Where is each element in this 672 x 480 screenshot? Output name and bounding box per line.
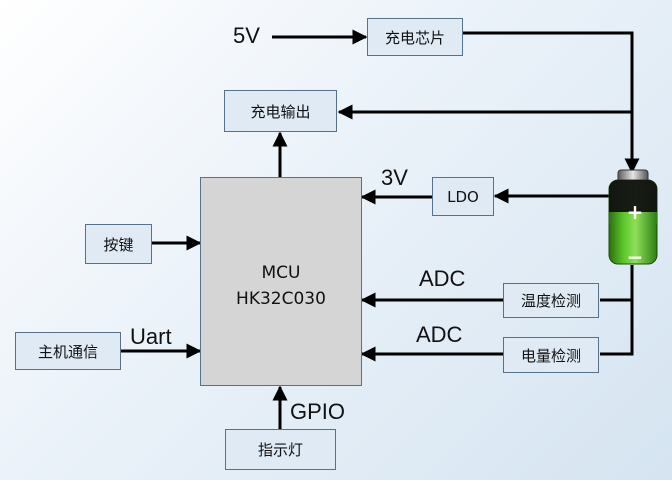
label-uart: Uart (130, 324, 172, 349)
label-5v: 5V (233, 23, 260, 48)
temp-detect-block: 温度检测 (503, 283, 599, 318)
mcu-model-label: HK32C030 (236, 289, 326, 309)
wire-charger-to-battery (463, 31, 640, 174)
ldo-block: LDO (432, 177, 494, 216)
indicator-label: 指示灯 (257, 441, 303, 459)
charge-output-block: 充电输出 (224, 90, 337, 132)
label-gpio: GPIO (290, 399, 346, 424)
charge-output-label: 充电输出 (250, 102, 311, 121)
mcu-label: MCU (261, 263, 301, 283)
label-3v: 3V (381, 165, 408, 190)
host-comm-label: 主机通信 (37, 342, 98, 361)
battery-icon (608, 169, 658, 265)
temp-detect-label: 温度检测 (520, 292, 581, 310)
label-adc-temp: ADC (419, 266, 466, 291)
label-adc-level: ADC (416, 322, 463, 347)
battery-minus: − (627, 245, 644, 269)
charger-chip-label: 充电芯片 (384, 28, 445, 47)
wire-battery-to-level (600, 300, 634, 356)
charger-chip-block: 充电芯片 (367, 18, 463, 56)
indicator-block: 指示灯 (225, 429, 336, 470)
ldo-label: LDO (447, 187, 479, 206)
level-detect-block: 电量检测 (503, 337, 599, 373)
button-block: 按键 (85, 224, 152, 264)
button-label: 按键 (103, 235, 134, 254)
level-detect-label: 电量检测 (520, 346, 581, 365)
wire-battery-to-temp (600, 265, 634, 302)
host-comm-block: 主机通信 (15, 332, 121, 370)
mcu-block: MCU HK32C030 (200, 177, 362, 386)
battery-plus: + (627, 200, 644, 224)
